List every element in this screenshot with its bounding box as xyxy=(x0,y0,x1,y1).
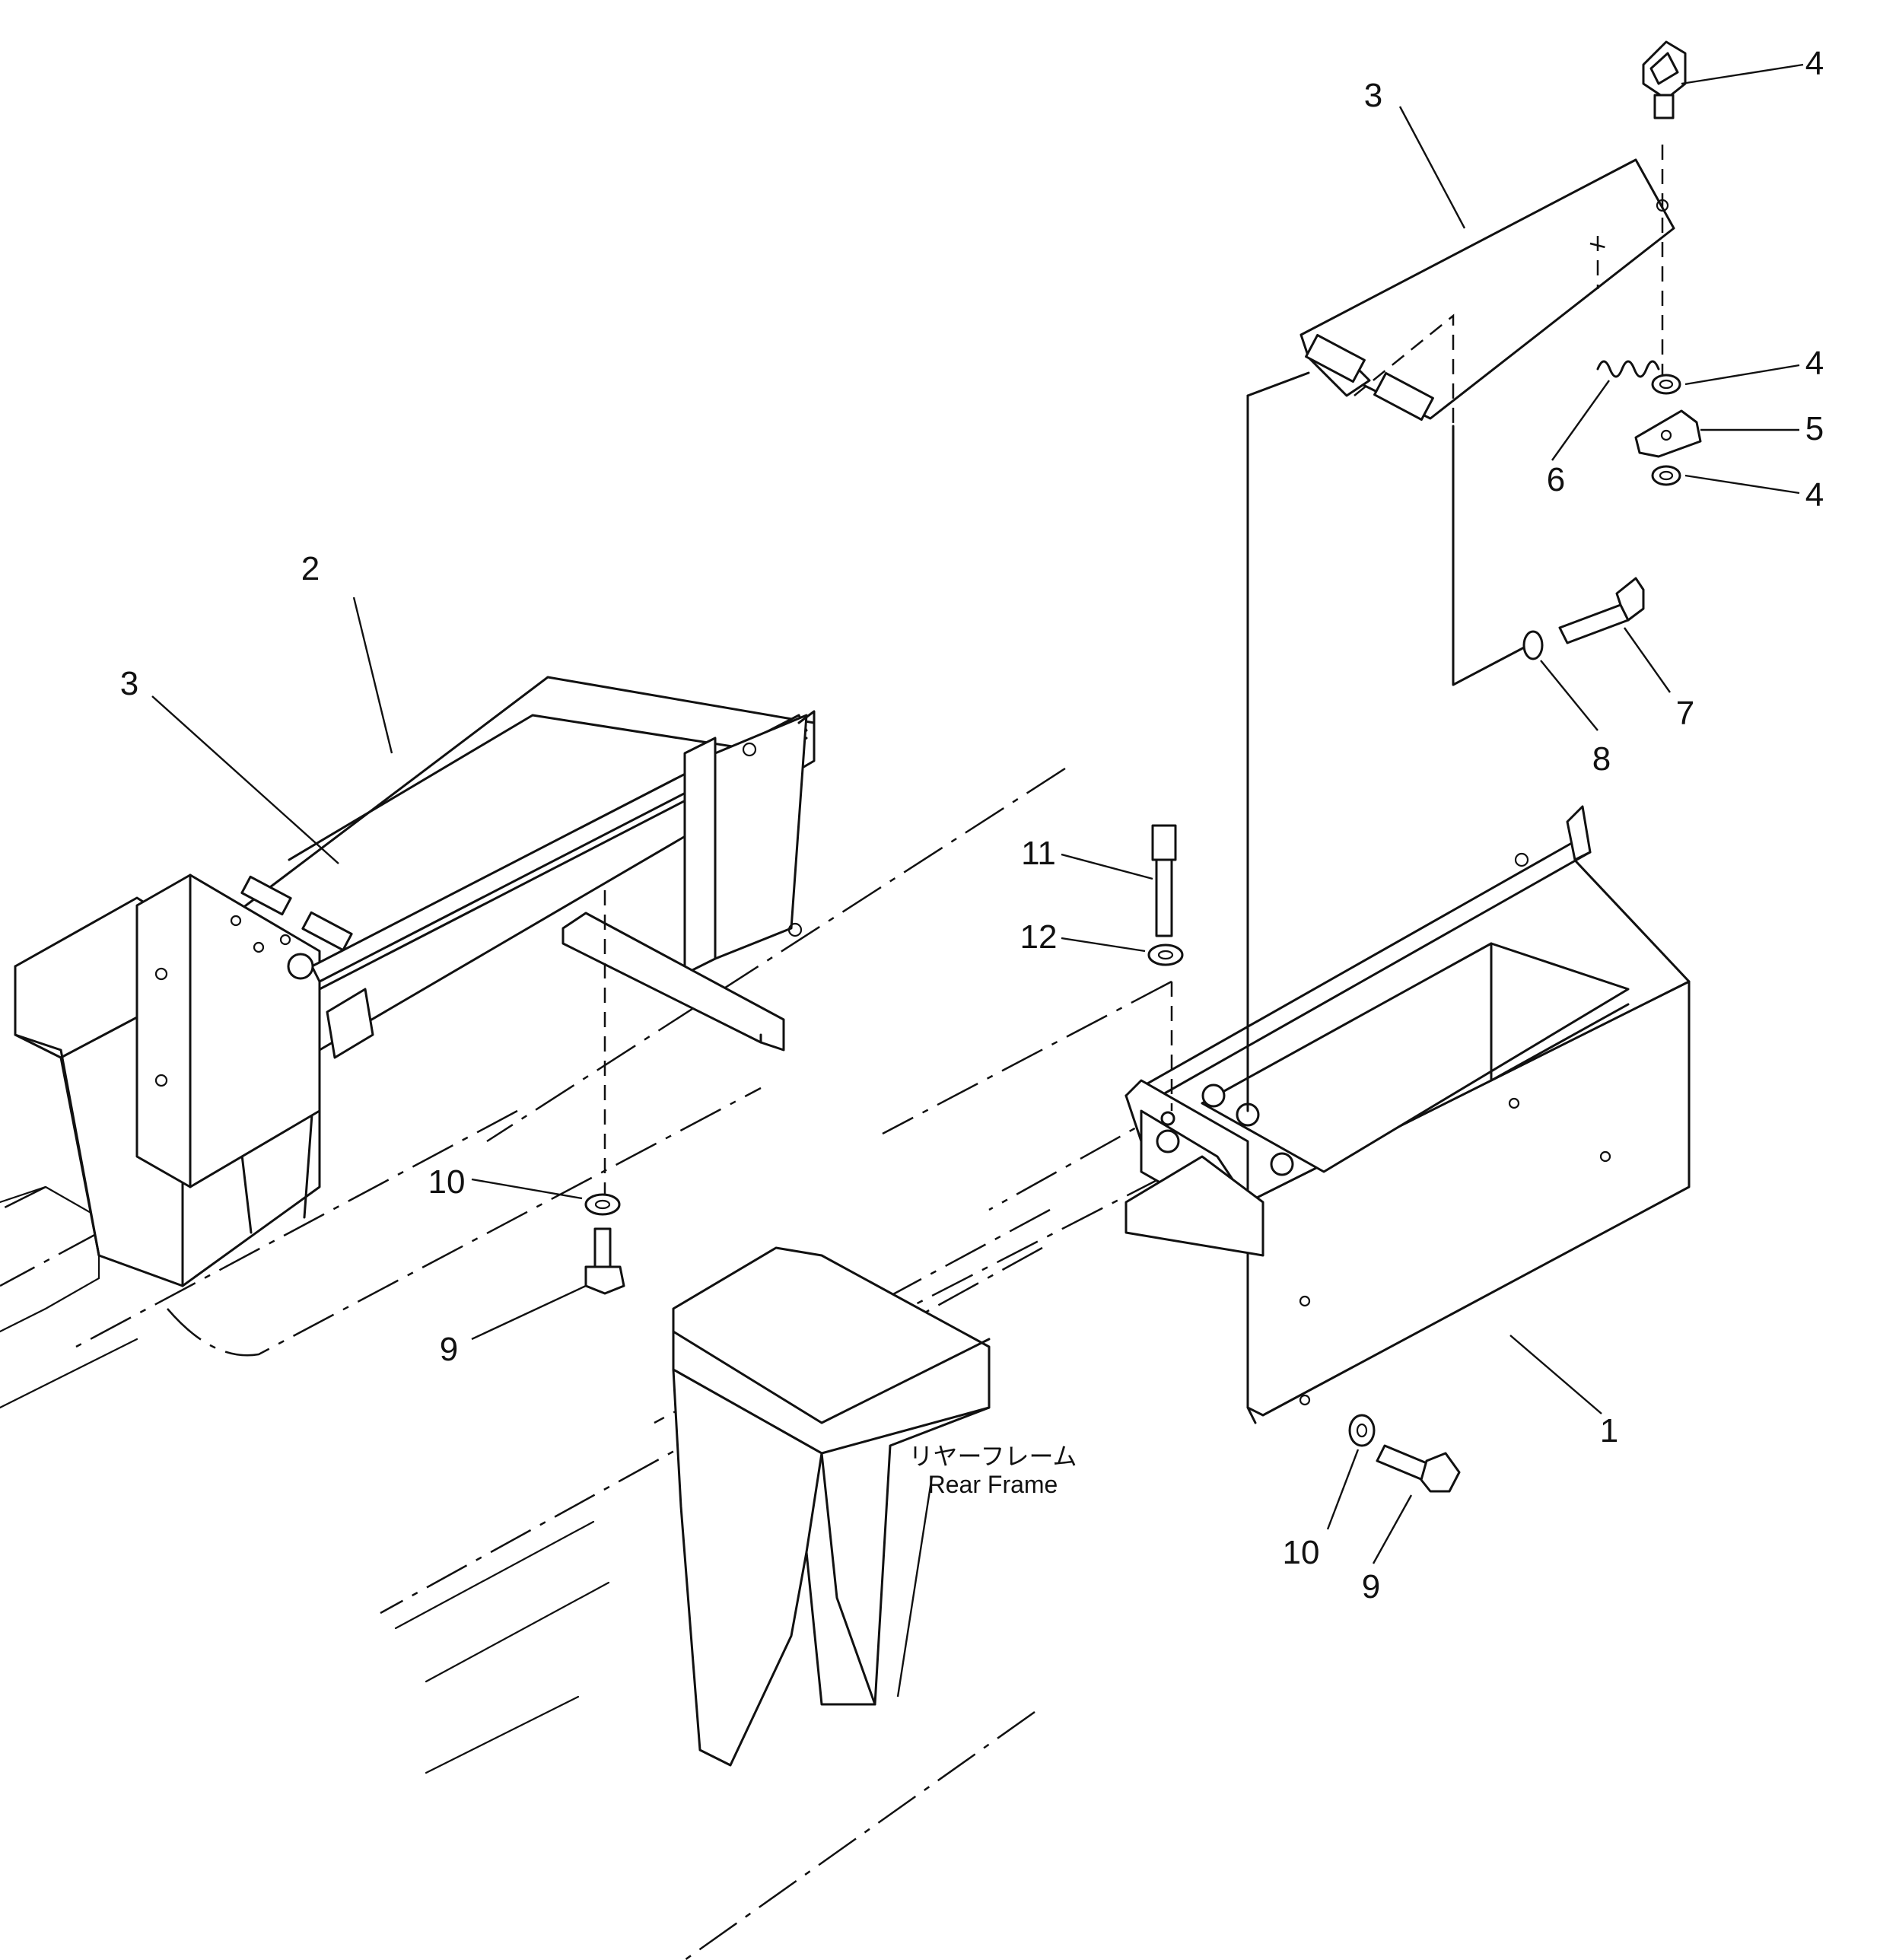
callouts: 1 2 3 3 4 4 4 5 6 7 8 9 9 10 10 11 12 xyxy=(120,45,1824,1605)
callout-9-left: 9 xyxy=(440,1331,458,1368)
callout-4-bottom: 4 xyxy=(1805,476,1824,514)
callout-4-middle: 4 xyxy=(1805,345,1824,382)
rear-frame-label-english: Rear Frame xyxy=(928,1471,1058,1498)
leader-lines xyxy=(151,63,1804,1698)
right-toolbox xyxy=(1125,805,1691,1424)
callout-3-left: 3 xyxy=(120,665,138,702)
callout-10-right: 10 xyxy=(1283,1534,1320,1571)
callout-3-right: 3 xyxy=(1364,77,1382,114)
callout-12: 12 xyxy=(1020,918,1058,956)
assembly-lines xyxy=(603,145,1664,1202)
right-lid xyxy=(1299,158,1675,426)
callout-8: 8 xyxy=(1592,740,1611,778)
left-toolbox xyxy=(14,676,816,1287)
callout-9-right: 9 xyxy=(1362,1568,1380,1605)
rear-frame-post xyxy=(672,1246,991,1767)
rear-frame-label-japanese: リヤーフレーム xyxy=(908,1443,1077,1470)
callout-2: 2 xyxy=(301,550,320,587)
callout-1: 1 xyxy=(1600,1412,1618,1449)
callout-7: 7 xyxy=(1676,695,1694,732)
callout-6: 6 xyxy=(1547,461,1565,498)
callout-4-top: 4 xyxy=(1805,45,1824,82)
callout-11: 11 xyxy=(1021,835,1056,872)
fasteners xyxy=(584,40,1702,1493)
callout-5: 5 xyxy=(1805,410,1824,447)
rear-frame-label: リヤーフレーム Rear Frame xyxy=(908,1443,1077,1498)
callout-10-left: 10 xyxy=(428,1163,466,1201)
